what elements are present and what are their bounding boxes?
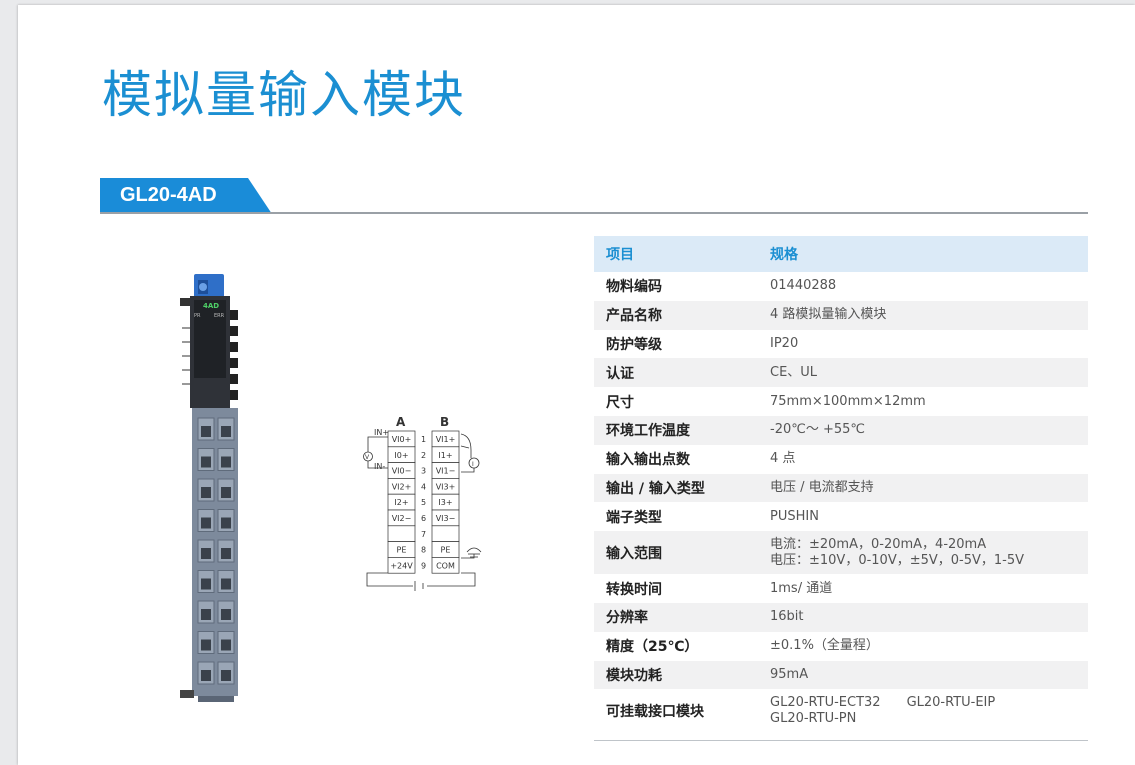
interface-module-eip: GL20-RTU-EIP bbox=[906, 694, 996, 710]
table-row: 精度（25℃） ±0.1%（全量程） bbox=[606, 638, 879, 656]
page-title: 模拟量输入模块 bbox=[102, 66, 466, 124]
input-range-current: 电流：±20mA，0-20mA，4-20mA bbox=[770, 536, 987, 552]
terminal-a-label: VI2+ bbox=[392, 482, 412, 491]
module-image: 4AD PR ERR bbox=[158, 270, 258, 710]
table-row: 转换时间 1ms/ 通道 bbox=[606, 580, 833, 598]
column-a-label: A bbox=[396, 415, 406, 429]
terminal-a-label: +24V bbox=[390, 561, 413, 570]
in-minus-label: IN- bbox=[374, 462, 385, 471]
column-b-label: B bbox=[440, 415, 449, 429]
terminal-b-label: I3+ bbox=[438, 498, 452, 507]
terminal-a-label: I0+ bbox=[394, 451, 408, 460]
table-row: 输出 / 输入类型 电压 / 电流都支持 bbox=[594, 473, 1088, 503]
table-row: 模块功耗 95mA bbox=[594, 660, 1088, 690]
table-row: 输入范围 电流：±20mA，0-20mA，4-20mA 电压：±10V，0-10… bbox=[594, 531, 1088, 575]
table-row: 尺寸 75mm×100mm×12mm bbox=[606, 393, 926, 411]
terminal-number: 7 bbox=[421, 530, 426, 539]
input-range-voltage: 电压：±10V，0-10V，±5V，0-5V，1-5V bbox=[770, 552, 1025, 568]
table-row: 输入输出点数 4 点 bbox=[606, 451, 796, 469]
terminal-a-cell bbox=[387, 557, 416, 574]
terminal-b-label: COM bbox=[436, 561, 455, 570]
terminal-b-label: VI3− bbox=[436, 514, 456, 523]
model-tab: GL20-4AD bbox=[100, 178, 272, 214]
terminal-b-label: VI1− bbox=[436, 467, 456, 476]
terminal-b-cell bbox=[431, 557, 460, 574]
terminal-a-label: I2+ bbox=[394, 498, 408, 507]
terminal-b-label: I1+ bbox=[438, 451, 452, 460]
table-row: 环境工作温度 -20℃～ +55℃ bbox=[594, 415, 1088, 445]
ammeter-icon: I bbox=[472, 461, 474, 468]
spec-header-row: 项目 规格 bbox=[594, 236, 1088, 272]
table-row: 分辨率 16bit bbox=[594, 602, 1088, 632]
terminal-number: 4 bbox=[421, 482, 426, 491]
terminal-a-label: VI0+ bbox=[392, 435, 412, 444]
spec-table-bottom-rule bbox=[594, 740, 1088, 741]
terminal-a-cell bbox=[387, 525, 416, 542]
table-row: 端子类型 PUSHIN bbox=[606, 508, 819, 526]
in-plus-label: IN+ bbox=[374, 428, 389, 437]
page: 模拟量输入模块 GL20-4AD bbox=[18, 5, 1135, 765]
terminal-number: 9 bbox=[421, 561, 426, 570]
terminal-b-label: VI1+ bbox=[436, 435, 456, 444]
terminal-number: 1 bbox=[421, 435, 426, 444]
table-row: 物料编码 01440288 bbox=[606, 278, 837, 296]
module-illustration: 4AD PR ERR bbox=[180, 274, 238, 702]
terminal-number: 3 bbox=[421, 467, 426, 476]
table-row: 产品名称 4 路模拟量输入模块 bbox=[594, 300, 1088, 330]
interface-module-pn: GL20-RTU-PN bbox=[770, 710, 857, 726]
module-front-label: 4AD bbox=[203, 302, 219, 310]
terminal-a-label: VI2− bbox=[392, 514, 412, 523]
terminal-number: 5 bbox=[421, 498, 426, 507]
spec-header-value: 规格 bbox=[770, 247, 798, 263]
model-tab-label: GL20-4AD bbox=[120, 184, 217, 206]
spec-header-key: 项目 bbox=[606, 247, 634, 263]
table-row: 认证 CE、UL bbox=[594, 358, 1088, 388]
voltmeter-icon: V bbox=[365, 454, 370, 461]
terminal-number: 6 bbox=[421, 514, 426, 523]
led-label-pr: PR bbox=[194, 313, 201, 319]
terminal-number: 8 bbox=[421, 546, 426, 555]
terminal-number: 2 bbox=[421, 451, 426, 460]
terminal-b-label: PE bbox=[441, 546, 451, 555]
terminal-b-label: VI3+ bbox=[436, 482, 456, 491]
terminal-b-cell bbox=[431, 525, 460, 542]
terminal-a-label: PE bbox=[397, 546, 407, 555]
terminal-a-label: VI0− bbox=[392, 467, 412, 476]
section-rule bbox=[100, 212, 1088, 214]
interface-module-ect32: GL20-RTU-ECT32 bbox=[770, 694, 881, 710]
led-label-err: ERR bbox=[214, 313, 225, 319]
spec-table: 项目 规格 物料编码 01440288 产品名称 4 路模拟量输入模块 防护等级… bbox=[594, 236, 1088, 732]
table-row: 防护等级 IP20 bbox=[606, 335, 799, 353]
